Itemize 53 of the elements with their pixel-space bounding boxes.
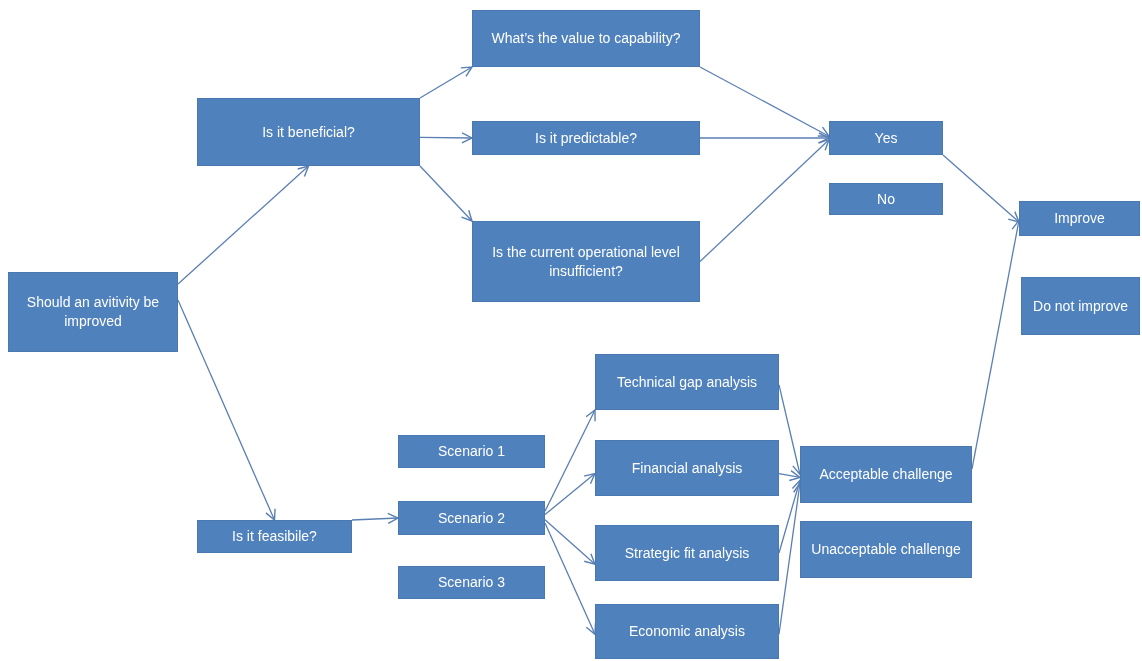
box-label: Is it feasibile?: [232, 527, 317, 546]
arrow: [942, 154, 1020, 223]
process-box: [800, 521, 972, 578]
box-label: Scenario 3: [438, 573, 505, 592]
arrow: [419, 66, 473, 99]
process-box: [829, 121, 943, 155]
arrow: [177, 165, 310, 285]
process-box: [800, 446, 972, 503]
box-label: Strategic fit analysis: [624, 543, 750, 563]
arrow: [544, 409, 596, 512]
process-box: [1019, 201, 1140, 236]
box-label: Financial analysis: [631, 458, 743, 478]
box-label: Is it predictable?: [535, 128, 637, 148]
box-label: Improve: [1054, 209, 1105, 228]
box-label: Do not improve: [1033, 296, 1128, 316]
arrow: [699, 66, 830, 137]
box-label: No: [877, 189, 895, 209]
arrow: [778, 469, 801, 482]
process-box: [398, 435, 545, 468]
process-box: [1021, 277, 1140, 335]
arrow: [544, 522, 597, 635]
box-label: Is it beneficial?: [262, 122, 355, 142]
arrow: [544, 472, 596, 516]
box-label: Scenario 2: [438, 508, 505, 528]
process-box: [197, 98, 420, 166]
box-label: What’s the value to capability?: [491, 29, 681, 48]
box-label: Acceptable challenge: [819, 465, 953, 484]
arrow: [544, 519, 596, 565]
process-box: [472, 121, 700, 155]
box-label: Economic analysis: [629, 622, 745, 641]
process-box: [472, 10, 700, 67]
process-box: [398, 501, 545, 535]
process-box: [8, 272, 178, 352]
box-label: Unacceptable challenge: [811, 540, 961, 559]
box-label: Should an avitivity be improved: [25, 293, 161, 331]
process-box: [829, 183, 943, 215]
arrow: [699, 132, 830, 144]
arrow: [419, 165, 473, 222]
box-label: Is the current operational level insufficient?: [491, 242, 681, 281]
box-label: Technical gap analysis: [616, 372, 758, 392]
process-box: [595, 440, 779, 496]
arrow: [177, 299, 276, 521]
process-box: [398, 566, 545, 599]
process-box: [595, 604, 779, 659]
arrow: [351, 512, 399, 525]
box-label: Yes: [874, 128, 898, 148]
process-box: [472, 221, 700, 302]
box-label: Scenario 1: [438, 442, 505, 461]
process-box: [197, 520, 352, 553]
arrow: [419, 132, 473, 144]
arrow: [699, 139, 830, 263]
process-box: [595, 354, 779, 410]
process-box: [595, 525, 779, 581]
